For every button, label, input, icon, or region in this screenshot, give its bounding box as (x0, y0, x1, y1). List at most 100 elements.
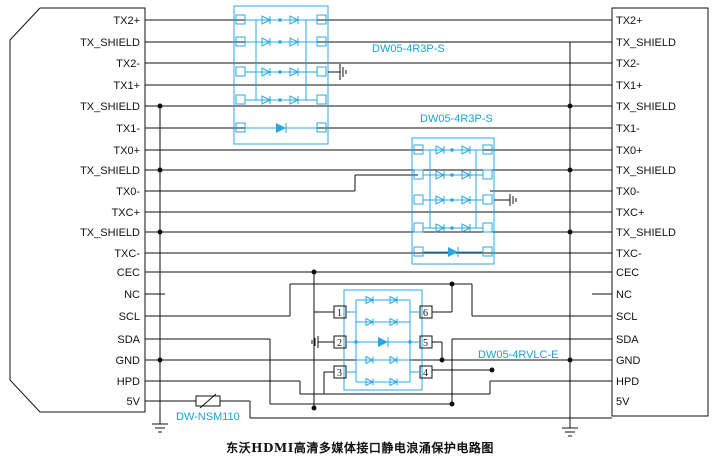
left-pin-label: TXC+ (112, 207, 140, 219)
ic3-pin-1: 1 (337, 308, 342, 319)
ic3-pin-3: 3 (337, 368, 342, 379)
diode-icon (276, 123, 286, 133)
right-pin-label: TX0- (616, 186, 640, 198)
diode-icon (365, 295, 375, 305)
right-connector-pin-labels: TX2+ TX_SHIELD TX2- TX1+ TX_SHIELD TX1- TX0+ TX… (616, 15, 676, 408)
ic3-pin-6: 6 (423, 308, 428, 319)
right-pin-label: SDA (616, 334, 639, 346)
diode-icon (365, 377, 375, 387)
ic3-pin-4: 4 (423, 368, 428, 379)
right-pin-label: NC (616, 289, 632, 301)
right-pin-label: TX_SHIELD (616, 165, 676, 177)
right-pin-label: TX_SHIELD (616, 37, 676, 49)
shield-bus-right (562, 42, 578, 437)
diode-icon (289, 95, 300, 105)
diode-icon (365, 355, 375, 365)
diode-icon (261, 37, 272, 47)
ic2-pin-pad (482, 169, 493, 180)
diode-icon (261, 67, 272, 77)
ic3-part-label: DW05-4RVLC-E (478, 349, 559, 361)
right-pin-label: TX_SHIELD (616, 101, 676, 113)
left-pin-label: TX_SHIELD (80, 37, 140, 49)
left-pin-label: SCL (119, 311, 140, 323)
left-pin-label: TXC- (114, 248, 140, 260)
left-pin-label: TX_SHIELD (80, 165, 140, 177)
shield-bus-left (152, 103, 168, 433)
right-pin-label: 5V (616, 396, 630, 408)
fuse-component (195, 393, 221, 409)
left-pin-label: TX2+ (113, 15, 140, 27)
ic1-pin-pad (235, 94, 246, 105)
diode-icon (435, 195, 446, 205)
diode-icon (289, 15, 300, 25)
diode-icon (461, 223, 472, 233)
ic3-pin-5: 5 (423, 338, 428, 349)
signal-wires (145, 19, 612, 419)
right-pin-label: SCL (616, 311, 637, 323)
ic2-pin-pad (413, 194, 424, 205)
diagram-title: 东沃HDMI高清多媒体接口静电浪涌保护电路图 (226, 440, 494, 455)
diode-icon (435, 170, 446, 180)
left-pin-label: NC (124, 289, 140, 301)
right-pin-label: TX0+ (616, 145, 643, 157)
ic2-pin-pad (413, 222, 424, 233)
ic3-tvs-array (311, 289, 433, 391)
diode-icon (461, 145, 472, 155)
ic2-pin-pad (413, 246, 424, 257)
left-pin-label: TX0+ (113, 145, 140, 157)
diode-icon (389, 355, 399, 365)
left-pin-label: TX0- (116, 186, 140, 198)
ic2-part-label: DW05-4R3P-S (420, 113, 493, 125)
junction-dots (311, 269, 495, 411)
left-connector-body (9, 7, 146, 413)
right-pin-label: TX2+ (616, 15, 643, 27)
right-pin-label: TX2- (616, 58, 640, 70)
right-pin-label: TX1+ (616, 80, 643, 92)
right-pin-label: TX_SHIELD (616, 227, 676, 239)
diode-icon (435, 145, 446, 155)
right-pin-label: TX1- (616, 123, 640, 135)
diode-icon (389, 377, 399, 387)
ic3-pin-2: 2 (337, 338, 342, 349)
ic2-pin-pad (482, 194, 493, 205)
ic1-pin-pad (316, 94, 327, 105)
left-pin-label: SDA (117, 334, 140, 346)
diode-icon (389, 295, 399, 305)
diode-icon (461, 195, 472, 205)
ic1-tvs-array (233, 5, 347, 145)
left-pin-label: GND (116, 355, 141, 367)
left-pin-label: TX_SHIELD (80, 101, 140, 113)
diode-icon (289, 67, 300, 77)
ic2-pin-pad (482, 246, 493, 257)
left-pin-label: TX1+ (113, 80, 140, 92)
diode-icon (261, 15, 272, 25)
diode-icon (461, 170, 472, 180)
diode-icon (365, 317, 375, 327)
left-pin-label: TX2- (116, 58, 140, 70)
left-pin-label: 5V (127, 396, 141, 408)
right-pin-label: CEC (616, 267, 639, 279)
diode-icon (378, 337, 388, 347)
ic3-taps (313, 272, 492, 408)
diode-icon (289, 37, 300, 47)
right-pin-label: GND (616, 355, 641, 367)
right-pin-label: TXC- (616, 248, 642, 260)
diode-icon (448, 247, 458, 257)
right-pin-label: TXC+ (616, 207, 644, 219)
right-pin-label: HPD (616, 376, 639, 388)
left-pin-label: HPD (117, 376, 140, 388)
diode-icon (435, 223, 446, 233)
ic2-tvs-array (411, 137, 517, 265)
ic1-pin-pad (316, 66, 327, 77)
diode-icon (389, 317, 399, 327)
diode-icon (261, 95, 272, 105)
ic2-pin-pad (482, 222, 493, 233)
left-pin-label: TX1- (116, 123, 140, 135)
ic1-pin-pad (235, 66, 246, 77)
left-pin-label: CEC (117, 267, 140, 279)
fuse-part-label: DW-NSM110 (176, 411, 240, 423)
ic1-part-label: DW05-4R3P-S (372, 43, 445, 55)
left-connector-pin-labels: TX2+ TX_SHIELD TX2- TX1+ TX_SHIELD TX1- TX0+ TX… (80, 15, 141, 408)
